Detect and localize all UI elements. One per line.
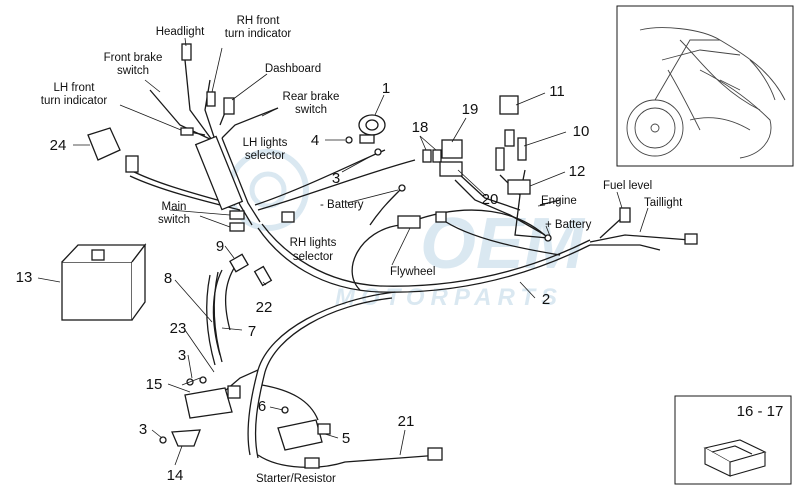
part-24-flasher bbox=[87, 127, 121, 161]
part-number-19: 19 bbox=[462, 101, 479, 118]
part-number-8: 8 bbox=[164, 270, 172, 287]
part-number-3-mid: 3 bbox=[178, 347, 186, 364]
label-lh-front-turn-1: LH front bbox=[54, 82, 96, 94]
part-21-connector bbox=[427, 447, 443, 461]
label-rear-brake-2: switch bbox=[295, 104, 327, 116]
part-number-20: 20 bbox=[482, 191, 499, 208]
label-battery-positive: + Battery bbox=[545, 219, 592, 231]
label-lh-front-turn-2: turn indicator bbox=[41, 95, 108, 107]
label-main-switch-2: switch bbox=[158, 214, 190, 226]
component-labels: Headlight RH front turn indicator Front … bbox=[41, 15, 683, 485]
part-24-connector bbox=[125, 155, 139, 173]
starter-resistor-connector bbox=[304, 457, 320, 469]
part-22-boot bbox=[253, 265, 273, 287]
label-front-brake-2: switch bbox=[117, 65, 149, 77]
part-number-4: 4 bbox=[311, 132, 319, 149]
rh-lights-connector bbox=[281, 211, 295, 223]
label-rear-brake-1: Rear brake bbox=[283, 91, 340, 103]
part-3-screw-c bbox=[159, 436, 167, 444]
part-number-9: 9 bbox=[216, 238, 224, 255]
motorcycle-inset bbox=[616, 5, 794, 167]
headlight-connector bbox=[181, 43, 192, 61]
clip-inset: 16 - 17 bbox=[674, 395, 792, 485]
part-18-fuse bbox=[422, 149, 432, 163]
part-4-screw bbox=[345, 136, 353, 144]
label-main-switch-1: Main bbox=[162, 201, 187, 213]
part-12-regulator bbox=[507, 179, 531, 195]
label-lh-lights-2: selector bbox=[245, 150, 285, 162]
part-number-23: 23 bbox=[170, 320, 187, 337]
rh-turn-connector bbox=[206, 91, 216, 107]
part-number-18: 18 bbox=[412, 119, 429, 136]
part-19-fuse-holder bbox=[441, 139, 463, 159]
label-starter-resistor: Starter/Resistor bbox=[256, 473, 336, 485]
label-flywheel: Flywheel bbox=[390, 266, 435, 278]
part-10-connector bbox=[495, 147, 505, 171]
part-number-15: 15 bbox=[146, 376, 163, 393]
taillight-connector bbox=[684, 233, 698, 245]
label-engine: Engine bbox=[541, 195, 577, 207]
part-number-7: 7 bbox=[248, 323, 256, 340]
harness-sheath bbox=[194, 135, 244, 211]
part-1-bracket bbox=[359, 134, 375, 144]
clip-part bbox=[703, 439, 767, 477]
battery-negative-terminal bbox=[398, 184, 406, 192]
part-14-bracket bbox=[171, 429, 201, 447]
components bbox=[61, 43, 698, 469]
part-number-21: 21 bbox=[398, 413, 415, 430]
part-3-screw-b bbox=[199, 376, 207, 384]
label-rh-lights-2: selector bbox=[293, 251, 333, 263]
flywheel-connector bbox=[397, 215, 421, 229]
label-fuel-level: Fuel level bbox=[603, 180, 652, 192]
part-number-22: 22 bbox=[256, 299, 273, 316]
part-9-spark-cap bbox=[229, 253, 249, 273]
part-13-battery bbox=[61, 261, 133, 321]
label-dashboard: Dashboard bbox=[265, 63, 321, 75]
part-number-14: 14 bbox=[167, 467, 184, 484]
label-headlight: Headlight bbox=[156, 26, 205, 38]
leader-lines bbox=[37, 37, 649, 466]
part-number-24: 24 bbox=[50, 137, 67, 154]
part-number-13: 13 bbox=[16, 269, 33, 286]
battery-positive-terminal bbox=[544, 234, 552, 242]
part-number-10: 10 bbox=[573, 123, 590, 140]
part-numbers: 1 2 3 3 3 4 5 6 7 8 9 10 11 12 13 14 15 … bbox=[16, 80, 590, 484]
part-number-2: 2 bbox=[542, 291, 550, 308]
part-number-3-lower: 3 bbox=[139, 421, 147, 438]
main-switch-connector bbox=[229, 210, 245, 220]
part-11-connector bbox=[504, 129, 515, 147]
dashboard-connector bbox=[223, 97, 235, 115]
part-number-1: 1 bbox=[382, 80, 390, 97]
part-11-relay bbox=[499, 95, 519, 115]
part-number-3-upper: 3 bbox=[332, 170, 340, 187]
fuel-level-connector bbox=[619, 207, 631, 223]
inset-range-label: 16 - 17 bbox=[737, 403, 784, 420]
label-battery-negative: - Battery bbox=[320, 199, 364, 211]
lh-turn-connector bbox=[180, 127, 194, 136]
part-15-coil bbox=[184, 387, 233, 419]
label-taillight: Taillight bbox=[644, 197, 683, 209]
label-rh-front-turn-2: turn indicator bbox=[225, 28, 292, 40]
part-3-screw-upper bbox=[374, 148, 382, 156]
part-20-connector bbox=[439, 161, 463, 177]
label-rh-front-turn-1: RH front bbox=[237, 15, 281, 27]
part-5-module bbox=[277, 419, 323, 451]
part-number-5: 5 bbox=[342, 430, 350, 447]
part-number-6: 6 bbox=[258, 398, 266, 415]
label-lh-lights-1: LH lights bbox=[243, 137, 288, 149]
part-number-12: 12 bbox=[569, 163, 586, 180]
motorcycle-sketch bbox=[626, 27, 786, 159]
part-number-11: 11 bbox=[549, 83, 565, 100]
label-rh-lights-1: RH lights bbox=[290, 237, 337, 249]
label-front-brake-1: Front brake bbox=[104, 52, 163, 64]
